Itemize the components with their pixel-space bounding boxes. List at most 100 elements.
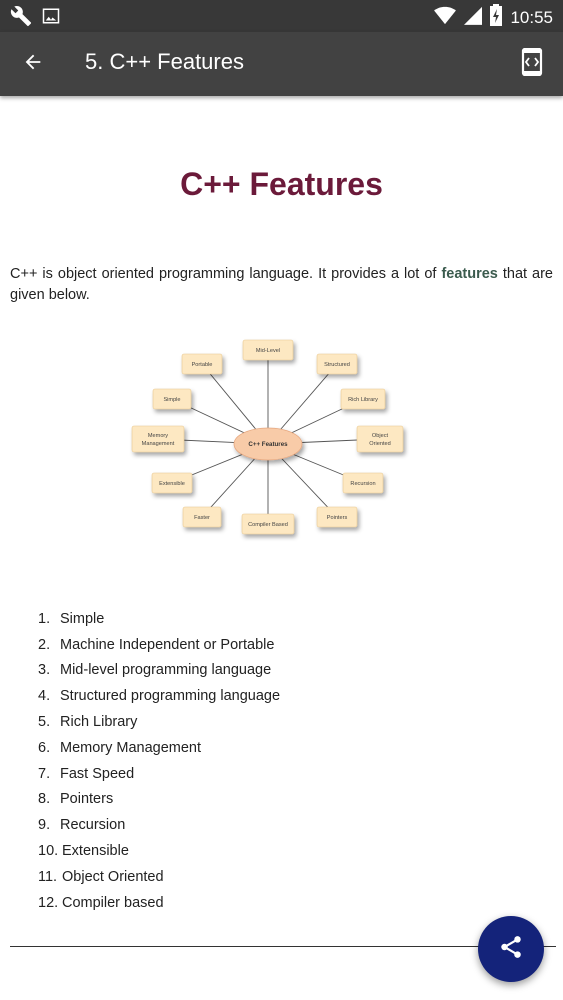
diagram-node: Faster [182,506,222,528]
feature-list-item: 2. Machine Independent or Portable [38,632,280,658]
diagram-node-label: Oriented [369,441,390,447]
diagram-node-box [316,506,358,528]
diagram-node: Compiler Based [241,513,295,535]
feature-number: 1. [38,610,51,627]
feature-number: 2. [38,636,51,653]
diagram-node-box [242,339,294,361]
feature-number: 9. [38,817,51,834]
diagram-node-label: Memory [148,433,168,439]
feature-text: Structured programming language [60,688,281,705]
intro-bold-features: features [441,266,498,282]
feature-text: Fast Speed [60,765,135,782]
screen-rotation-button[interactable] [513,46,551,82]
feature-text: Memory Management [60,739,202,756]
intro-text-before: C++ is object oriented programming langu… [10,266,442,282]
feature-list-item: 1. Simple [38,606,280,632]
wifi-icon [434,5,457,30]
diagram-node-box [151,472,193,494]
feature-list-item: 7. Fast Speed [38,761,280,787]
diagram-node: Pointers [316,506,358,528]
feature-list-item: 5. Rich Library [38,709,280,735]
diagram-center-node [233,427,303,461]
diagram-node-label: Simple [163,397,180,403]
diagram-node: Structured [316,353,358,375]
wrench-icon [10,5,32,32]
diagram-node-label: Object [372,433,389,439]
feature-number: 11. [38,868,58,885]
feature-list-item: 3. Mid-level programming language [38,658,280,684]
back-button[interactable] [14,46,52,82]
diagram-node: Portable [181,353,223,375]
diagram-node: Mid-Level [242,339,294,361]
app-bar: 5. C++ Features [0,32,563,96]
feature-text: Simple [60,610,105,627]
diagram-node: Recursion [342,472,384,494]
diagram-node-box [152,388,192,410]
feature-text: Machine Independent or Portable [60,636,275,653]
diagram-node-label: Pointers [327,515,348,521]
diagram-node-box [340,388,386,410]
diagram-node-box [316,353,358,375]
share-icon [498,934,524,965]
intro-text-after: that are given below. [10,266,554,303]
diagram-node-label: Management [142,441,175,447]
diagram-node-box [241,513,295,535]
diagram-node-label: Portable [192,362,213,368]
feature-text: Extensible [62,843,129,860]
feature-text: Object Oriented [62,868,164,885]
diagram-node-label: Structured [324,362,350,368]
diagram-node-box [356,425,404,453]
diagram-node-box [342,472,384,494]
feature-text: Recursion [60,817,126,834]
feature-list-item: 11.Object Oriented [38,864,280,890]
share-button[interactable] [478,916,544,982]
diagram-node-label: Rich Library [348,397,378,403]
arrow-left-icon [22,51,44,78]
feature-list-item: 12.Compiler based [38,890,280,916]
intro-paragraph: C++ is object oriented programming langu… [10,264,553,306]
diagram-node-label: Faster [194,515,210,521]
status-time: 10:55 [510,7,553,27]
feature-number: 7. [38,765,51,782]
diagram-node-label: Compiler Based [248,522,288,528]
diagram-node-label: Extensible [159,481,185,487]
diagram-node-box [131,425,185,453]
feature-text: Mid-level programming language [60,662,272,679]
page-title: C++ Features [180,166,383,202]
feature-list-item: 9. Recursion [38,812,280,838]
battery-icon [490,4,503,31]
feature-list-item: 8. Pointers [38,787,280,813]
app-title: 5. C++ Features [85,49,244,74]
feature-text: Pointers [60,791,114,808]
feature-text: Compiler based [62,894,164,911]
diagram-center-label: C++ Features [248,441,288,448]
status-bar: 10:55 [0,0,563,32]
feature-list-item: 4. Structured programming language [38,683,280,709]
feature-number: 4. [38,688,51,705]
diagram-node: Rich Library [340,388,386,410]
feature-number: 3. [38,662,51,679]
feature-number: 5. [38,714,51,731]
diagram-node: Extensible [151,472,193,494]
content-area[interactable]: C++ Features C++ is object oriented prog… [0,96,563,1000]
feature-text: Rich Library [60,714,138,731]
feature-list-item: 10.Extensible [38,838,280,864]
feature-number: 10. [38,843,59,860]
screen-rotation-icon [521,47,543,81]
feature-list-item: 6. Memory Management [38,735,280,761]
feature-number: 8. [38,791,51,808]
feature-list: 1. Simple 2. Machine Independent or Portabl… [38,606,280,916]
diagram-node-box [182,506,222,528]
divider [10,946,556,947]
diagram-node-box [181,353,223,375]
feature-number: 6. [38,739,51,756]
signal-icon [464,5,483,30]
image-icon [42,7,60,30]
diagram-node: Simple [152,388,192,410]
diagram-node-label: Mid-Level [256,348,280,354]
feature-number: 12. [38,894,59,911]
